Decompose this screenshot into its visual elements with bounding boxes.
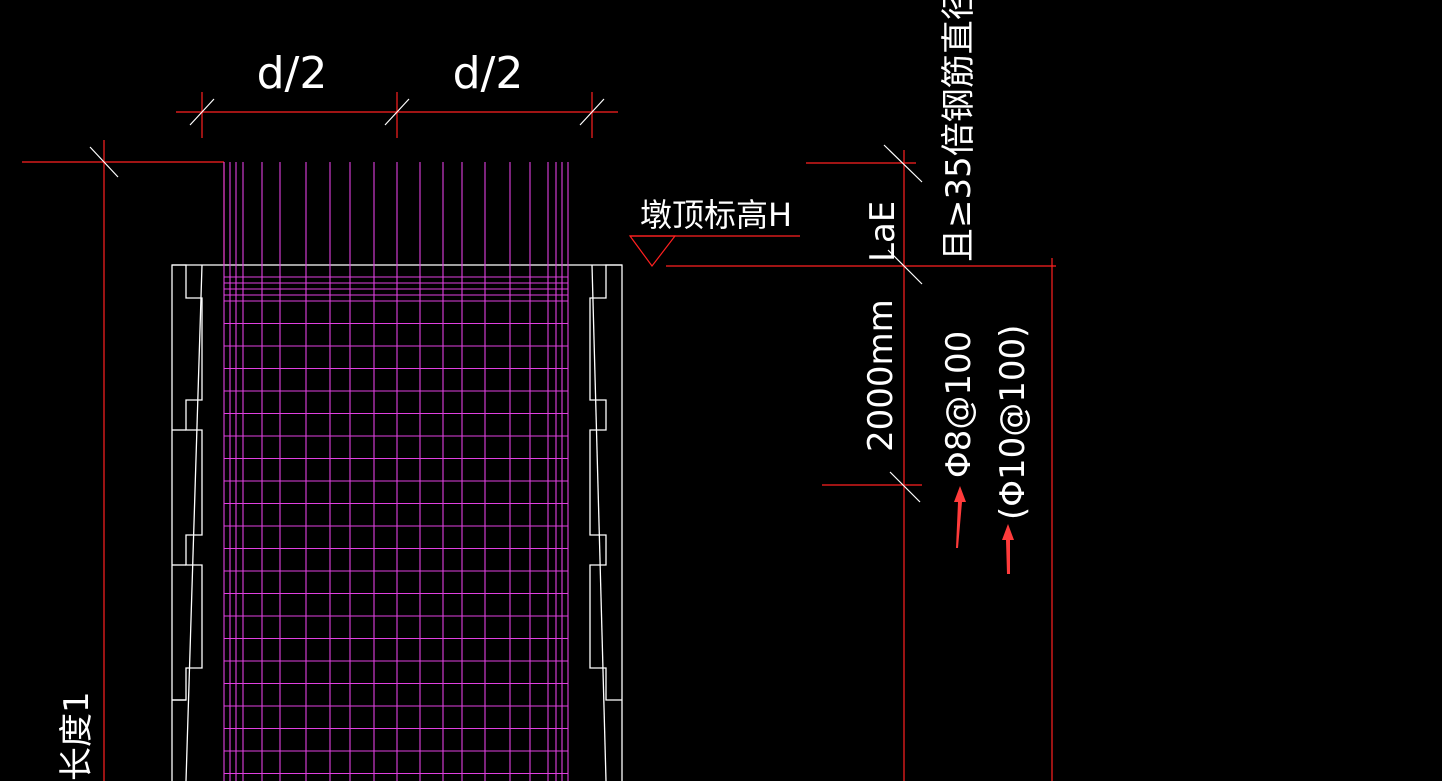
left-dimension-tick (89, 146, 119, 178)
stirrup-spec-alt-label: (Φ10@100) (993, 325, 1033, 520)
right-dimension (806, 150, 1053, 781)
dimension-label-left: d/2 (257, 48, 328, 99)
elevation-marker (628, 235, 1056, 268)
pier-left-wall (171, 264, 203, 781)
pier-right-taper (591, 264, 607, 781)
rebar-cage (223, 162, 569, 781)
dimension-label-right: d/2 (453, 48, 524, 99)
right-dimension-ticks (883, 144, 923, 503)
pier-left-taper (185, 264, 203, 781)
pier-outline (171, 264, 623, 781)
left-dimension-label: 长度1 (57, 691, 97, 781)
pier-top-elevation-label: 墩顶标高H (640, 196, 792, 234)
anchorage-label: LaE (863, 201, 903, 262)
red-arrow-icon (1002, 524, 1014, 574)
pier-right-wall (589, 264, 623, 781)
red-arrow-icon (954, 486, 966, 548)
dense-zone-length-label: 2000mm (861, 299, 901, 452)
top-dimension-ticks (189, 98, 605, 126)
anchorage-note: 且≥35倍钢筋直径 (939, 0, 979, 262)
elevation-triangle-icon (628, 235, 677, 268)
stirrup-spec-label: Φ8@100 (939, 331, 979, 478)
